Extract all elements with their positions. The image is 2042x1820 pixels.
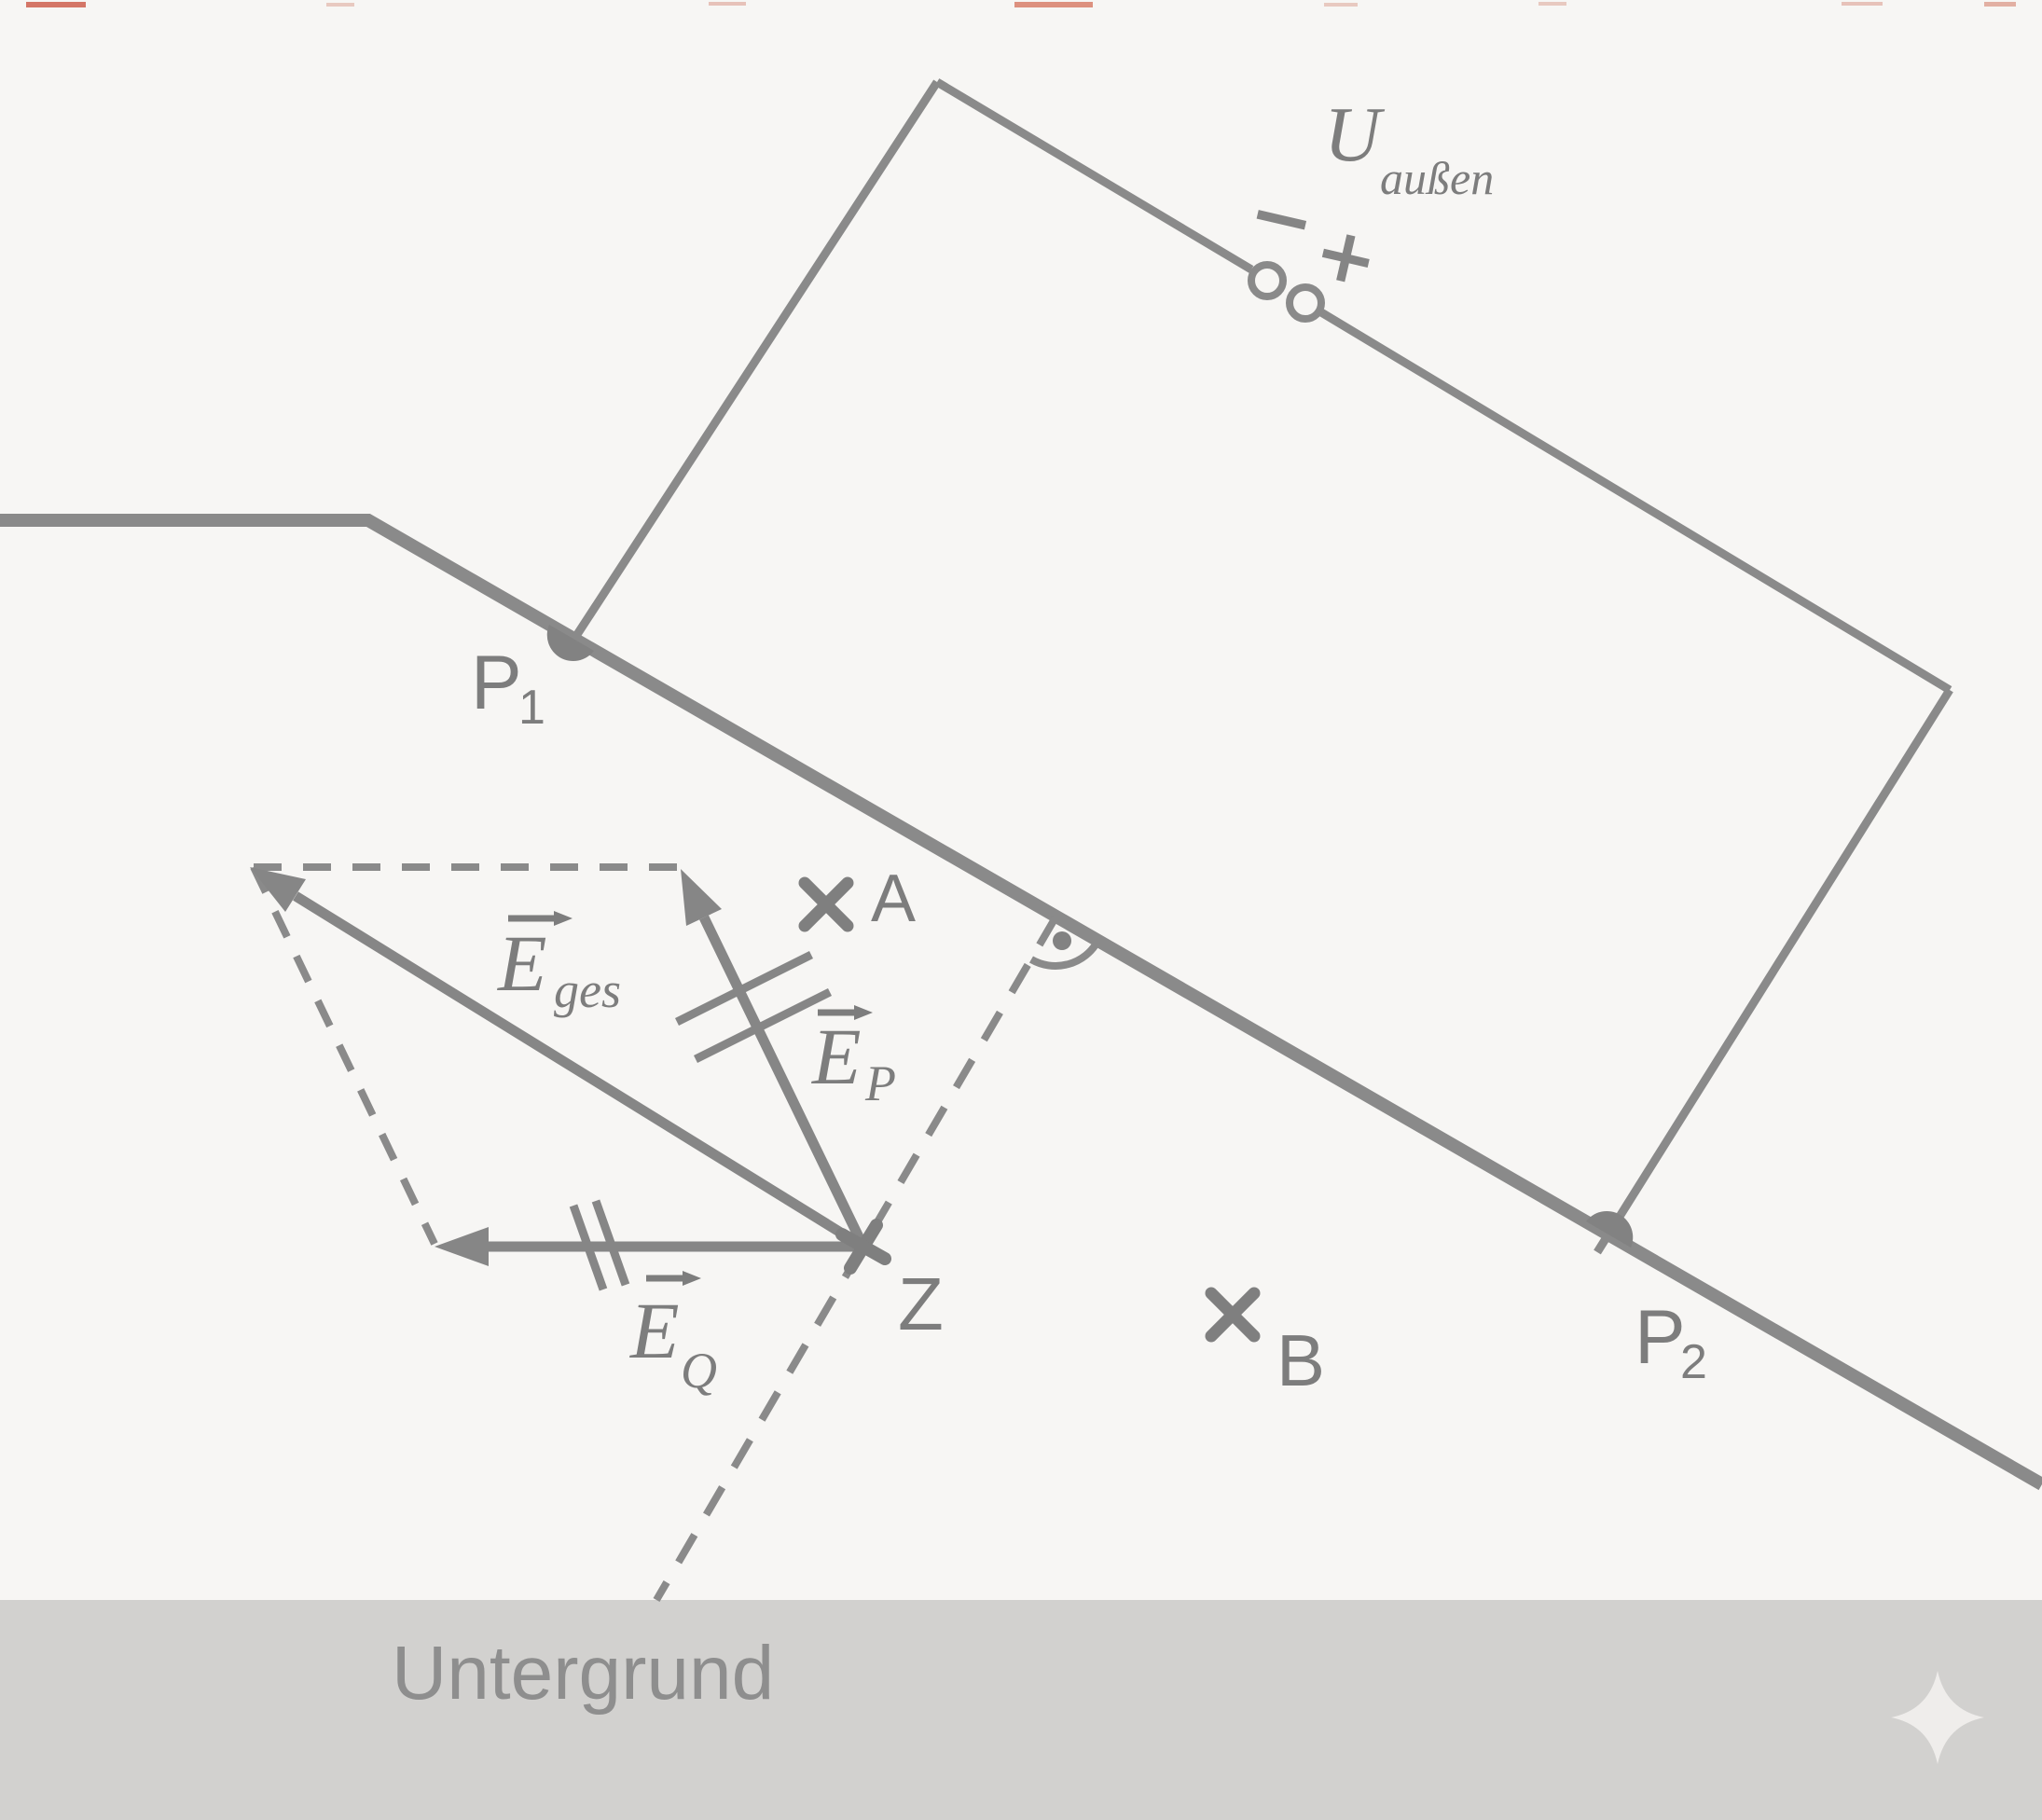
point-b-cross [1205,1287,1261,1343]
e-q-sub: Q [681,1343,717,1399]
label-p2: P 2 [1635,1295,1707,1389]
equal-ticks-e-p [674,950,833,1064]
e-q-base: E [628,1286,680,1375]
e-ges-base: E [496,918,547,1008]
terminal-circle-right [1286,283,1325,323]
right-angle-marker [1029,931,1101,970]
vector-e-q [435,1227,863,1266]
circuit-wire [560,78,1953,1255]
label-e-q: E Q [628,1271,717,1399]
e-p-sub: P [864,1055,896,1111]
vector-e-p [681,869,868,1249]
p1-sub: 1 [518,681,545,735]
p2-sub: 2 [1680,1335,1707,1389]
terminal-circle-left [1248,261,1287,300]
label-a: A [871,862,916,936]
voltage-source: − + U außen [1240,91,1494,323]
circuit-left-edge [560,79,941,657]
right-angle-arc [1029,939,1101,970]
parallelogram-left-dashed-edge [250,865,438,1246]
label-z: Z [898,1262,944,1345]
surface-line [0,514,2042,1491]
label-e-p: E P [810,1005,896,1111]
label-p1: P 1 [471,641,545,735]
voltage-subscript: außen [1380,152,1494,204]
e-ges-sub: ges [554,962,621,1018]
contact-blob-p1 [546,625,594,662]
circuit-top-edge-left [934,78,1254,273]
point-a-cross [798,876,854,932]
circuit-right-edge [1594,687,1953,1255]
p2-base: P [1635,1295,1686,1380]
p1-base: P [471,641,522,725]
label-e-ges: E ges [496,911,621,1018]
scan-artifact-red-specks [26,2,2016,7]
ground-label: Untergrund [392,1631,774,1716]
e-p-base: E [810,1012,862,1101]
label-b: B [1276,1319,1325,1401]
contact-blob-p2 [1586,1210,1634,1248]
right-angle-dot [1053,931,1071,950]
circuit-top-edge-right [1318,309,1952,694]
vector-e-ges [250,867,866,1251]
point-z-cross [835,1219,891,1275]
equal-ticks-e-q [569,1199,630,1291]
ground-band [0,1600,2042,1820]
sparkle-icon [1891,1671,1984,1764]
voltage-symbol: U [1324,91,1386,178]
